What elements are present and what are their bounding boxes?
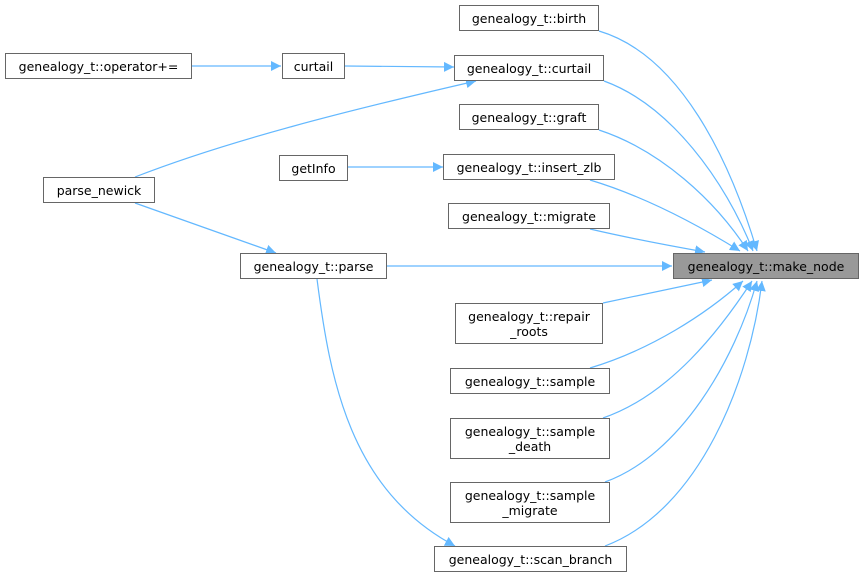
- edge-sample-to-make_node: [589, 280, 744, 369]
- node-genealogy-repair-roots[interactable]: genealogy_t::repair _roots: [455, 303, 603, 344]
- node-genealogy-sample[interactable]: genealogy_t::sample: [450, 368, 610, 394]
- edge-repair_roots-to-make_node: [602, 277, 713, 304]
- edge-sample_migrate-to-make_node: [604, 280, 760, 483]
- node-getinfo[interactable]: getInfo: [279, 155, 348, 181]
- node-genealogy-scan-branch[interactable]: genealogy_t::scan_branch: [434, 546, 627, 572]
- node-genealogy-migrate[interactable]: genealogy_t::migrate: [448, 203, 610, 229]
- edge-scan_branch-to-make_node: [604, 280, 766, 547]
- node-parse-newick[interactable]: parse_newick: [43, 177, 155, 203]
- node-genealogy-make-node: genealogy_t::make_node: [673, 253, 859, 279]
- edge-sample_death-to-make_node: [602, 280, 753, 419]
- edge-g_curtail-to-make_node: [603, 80, 754, 252]
- node-genealogy-birth[interactable]: genealogy_t::birth: [459, 5, 599, 31]
- edge-parse_newick-to-g_curtail: [134, 78, 477, 178]
- edge-parse_newick-to-parse: [134, 202, 277, 255]
- edge-migrate-to-make_node: [589, 228, 706, 256]
- node-genealogy-curtail[interactable]: genealogy_t::curtail: [454, 55, 604, 81]
- node-genealogy-sample-migrate[interactable]: genealogy_t::sample _migrate: [450, 482, 610, 523]
- node-genealogy-parse[interactable]: genealogy_t::parse: [240, 253, 387, 279]
- node-genealogy-insert-zlb[interactable]: genealogy_t::insert_zlb: [443, 154, 615, 180]
- node-genealogy-operator-plus-equals[interactable]: genealogy_t::operator+=: [5, 53, 192, 79]
- edge-insert_zlb-to-make_node: [589, 179, 741, 252]
- node-genealogy-graft[interactable]: genealogy_t::graft: [459, 104, 599, 130]
- node-genealogy-sample-death[interactable]: genealogy_t::sample _death: [450, 418, 610, 459]
- node-curtail[interactable]: curtail: [282, 53, 345, 79]
- edge-curtail-to-g_curtail: [344, 61, 455, 72]
- edge-parse-to-scan_branch: [316, 278, 456, 547]
- edge-birth-to-make_node: [598, 30, 759, 252]
- edge-graft-to-make_node: [598, 129, 749, 252]
